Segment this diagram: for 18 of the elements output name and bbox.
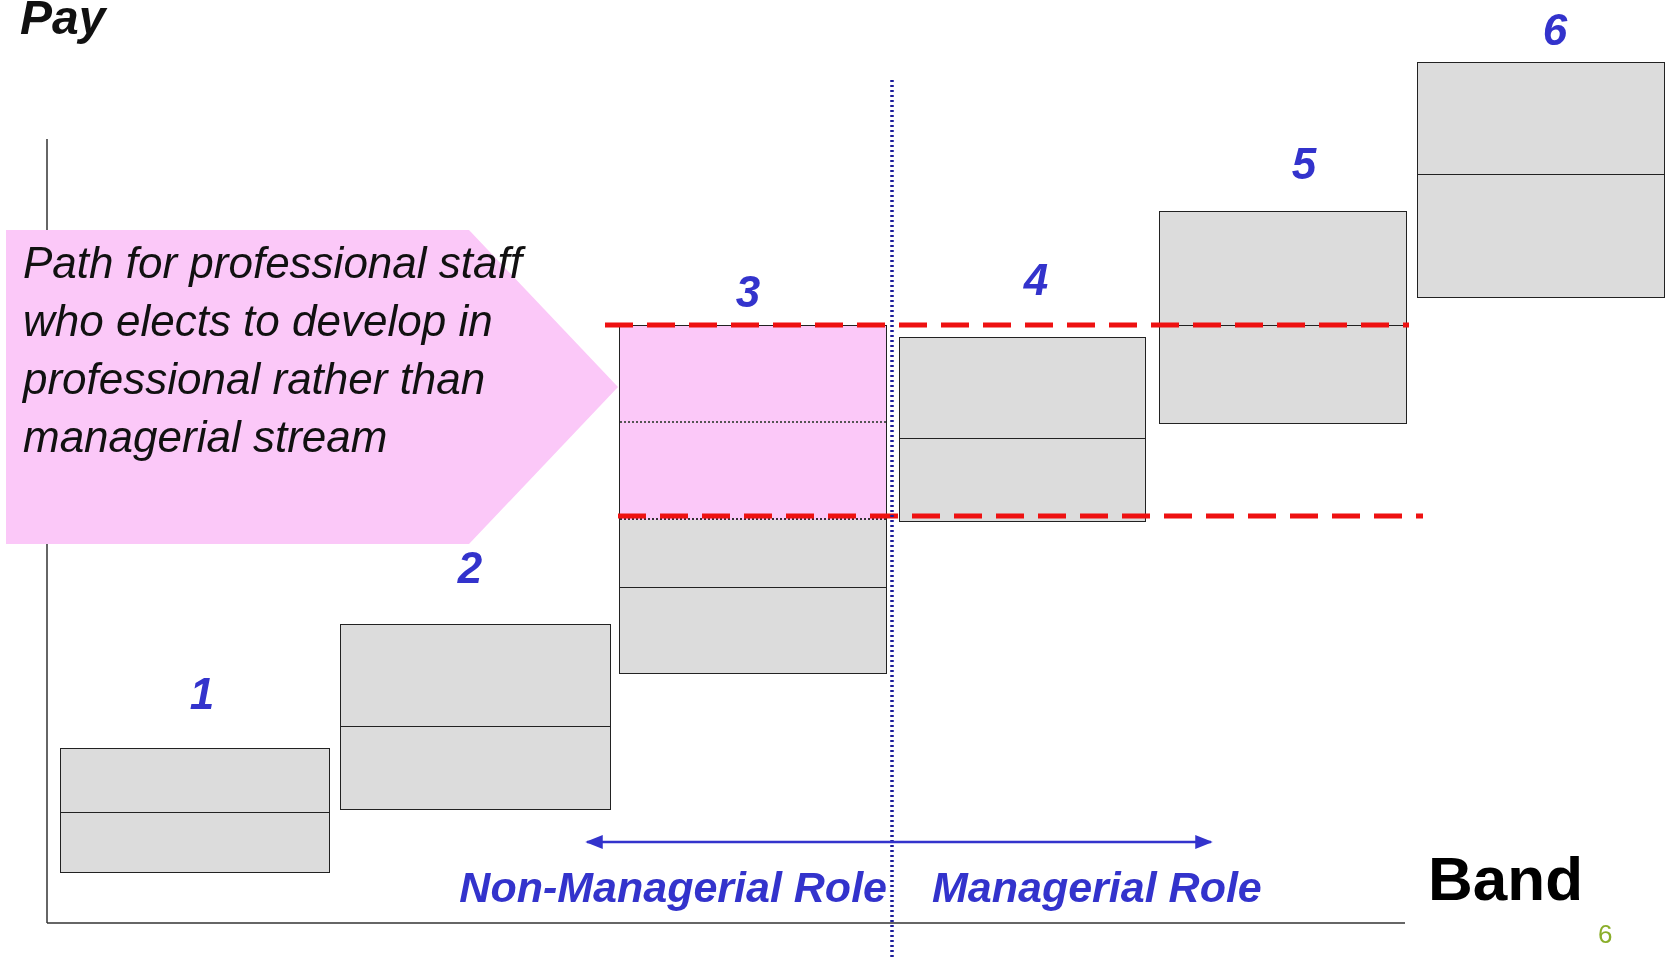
axis-title: Band — [1428, 848, 1583, 910]
band-number: 1 — [189, 672, 215, 716]
pay-band-box — [340, 624, 611, 810]
band-number: 3 — [735, 270, 761, 314]
band-number: 2 — [457, 546, 483, 590]
pay-band-box — [60, 748, 330, 873]
band-number: 6 — [1542, 8, 1568, 52]
pay-band-box — [1159, 211, 1407, 424]
axis-title: Pay — [20, 0, 106, 42]
pay-band-box — [899, 337, 1146, 522]
callout-arrow — [6, 230, 618, 544]
role-label: Managerial Role — [932, 866, 1262, 909]
page-number: 6 — [1598, 921, 1613, 947]
role-label: Non-Managerial Role — [459, 866, 887, 909]
band-number: 5 — [1291, 142, 1317, 186]
band-number: 4 — [1023, 258, 1049, 302]
pay-band-box — [1417, 62, 1665, 298]
pay-band-box — [619, 325, 887, 674]
